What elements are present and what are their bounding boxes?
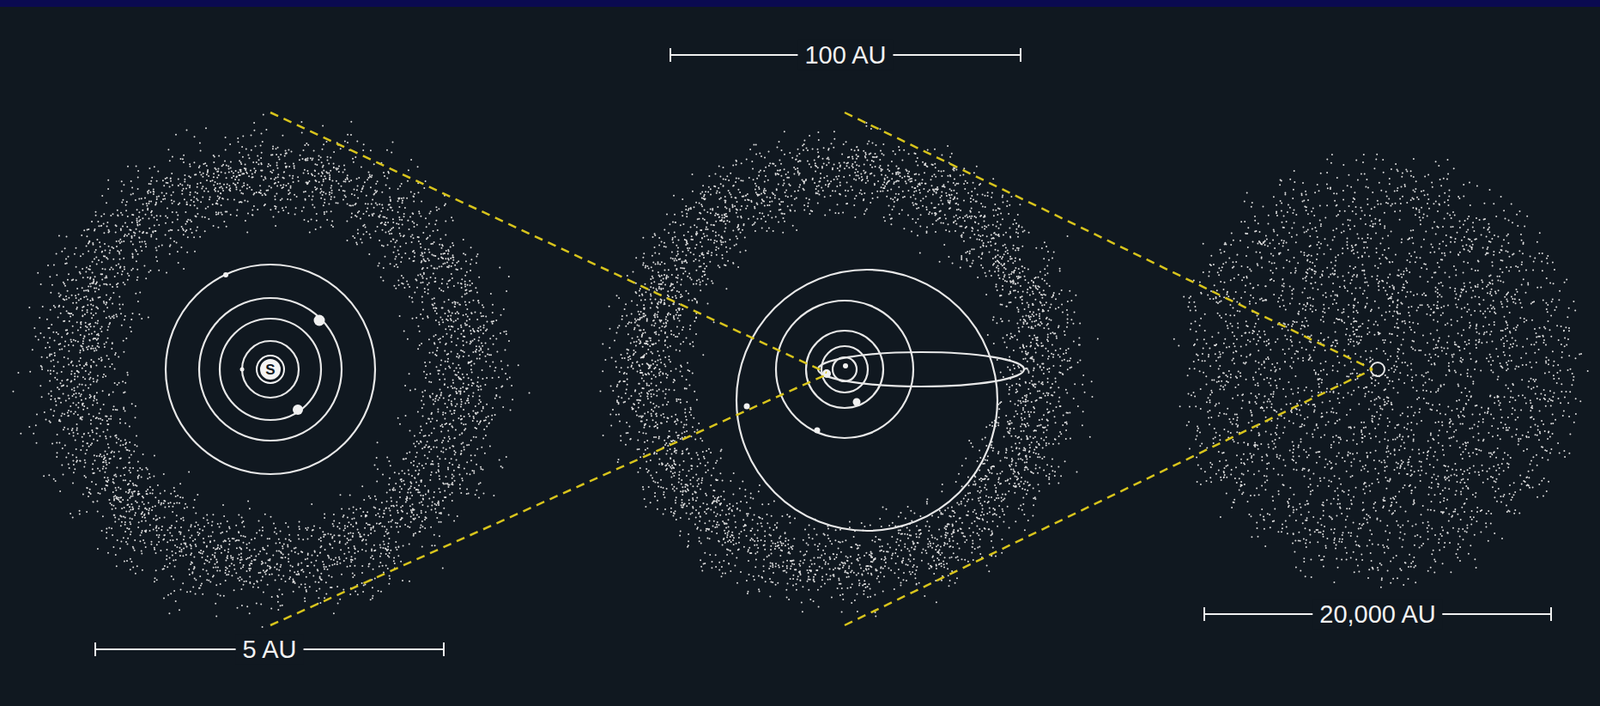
scale-label: 20,000 AU [1312, 599, 1443, 630]
outer-planets [744, 363, 861, 434]
outer-orbits [736, 269, 1025, 531]
sun-label: S [265, 362, 275, 377]
sun-circle: S [257, 356, 284, 382]
zoom-lines [270, 112, 1373, 625]
inner-orbits [165, 264, 376, 474]
dust-dots [12, 115, 1588, 627]
inner-system-marker [1370, 362, 1385, 376]
inner-planets [223, 272, 326, 415]
scale-bars [95, 48, 1552, 656]
dust-clouds [12, 115, 1588, 627]
top-bar [0, 0, 1600, 7]
scale-label: 5 AU [236, 634, 304, 665]
scale-label: 100 AU [797, 40, 893, 71]
